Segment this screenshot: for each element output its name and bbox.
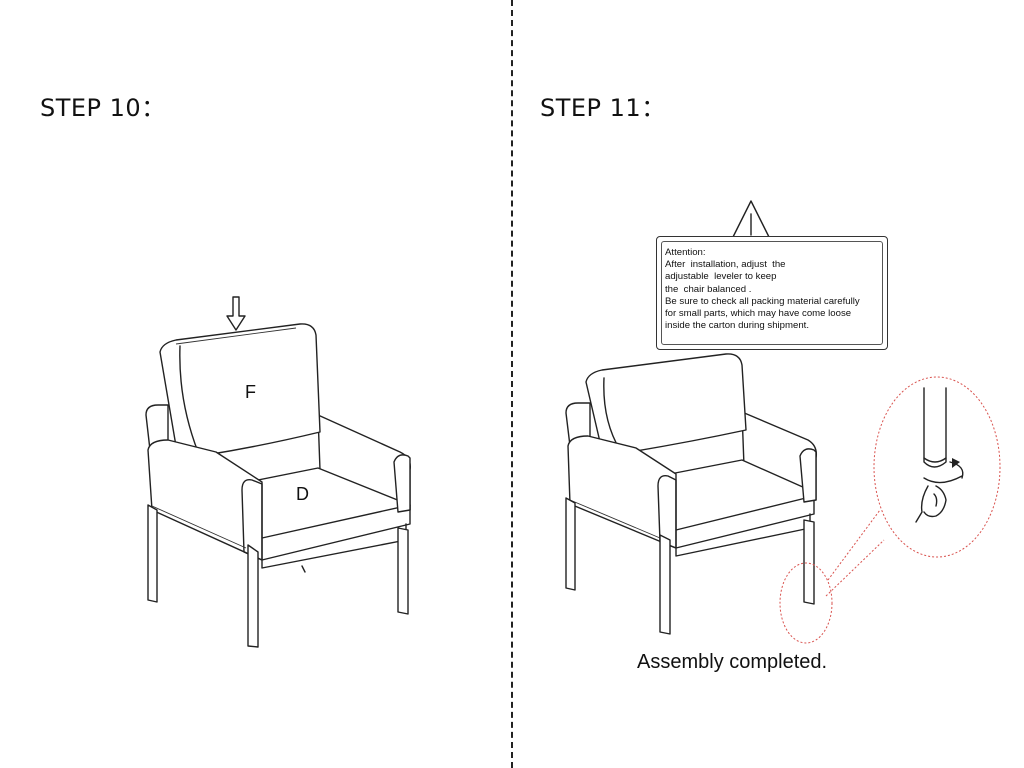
attention-line: adjustable leveler to keep <box>665 271 777 283</box>
attention-notice-border <box>661 241 883 345</box>
attention-line: Attention: <box>665 247 706 258</box>
attention-line: the chair balanced . <box>665 283 752 295</box>
assembly-completed-text: Assembly completed. <box>637 651 828 673</box>
attention-notice-box: Attention: After installation, adjust th… <box>656 236 888 350</box>
attention-line: inside the carton during shipment. <box>665 320 809 332</box>
rotate-arrow-icon <box>923 458 964 484</box>
attention-line: After installation, adjust the <box>665 259 786 271</box>
leveler-detail-small-circle <box>779 562 833 644</box>
leveler-detail-large-circle <box>873 376 1001 558</box>
attention-notice-text: Attention: After installation, adjust th… <box>665 247 883 332</box>
part-label-d: D <box>296 484 309 504</box>
step-10-title: STEP 10： <box>40 94 166 122</box>
attention-line: for small parts, which may have come loo… <box>665 308 852 320</box>
step-divider <box>511 0 513 768</box>
step-11-title: STEP 11： <box>540 94 666 122</box>
part-label-f: F <box>245 382 256 402</box>
attention-line: Be sure to check all packing material ca… <box>665 295 860 307</box>
down-arrow-icon <box>226 296 246 331</box>
